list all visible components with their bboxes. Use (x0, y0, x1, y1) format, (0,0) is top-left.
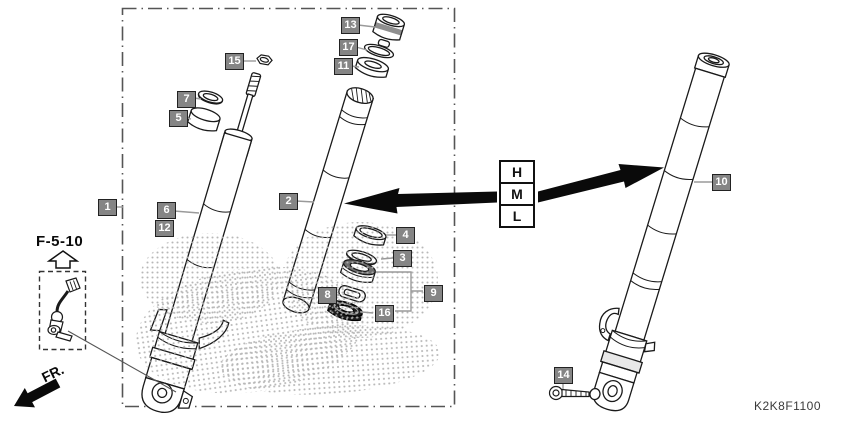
callout-leader-lines (115, 24, 712, 389)
cross-reference-label[interactable]: F-5-10 (36, 233, 84, 250)
sensor-reference-box (38, 270, 87, 351)
direction-arrow-right (538, 164, 664, 203)
washer-part (197, 90, 224, 105)
front-direction-arrow (14, 378, 61, 408)
pinch-bolt-part (548, 385, 590, 401)
callout-17[interactable]: 17 (339, 39, 358, 56)
callout-5[interactable]: 5 (169, 110, 188, 127)
callout-8[interactable]: 8 (318, 287, 337, 304)
reference-up-arrow (46, 250, 80, 269)
wheel-sensor-illustration (47, 277, 81, 342)
callout-12[interactable]: 12 (155, 220, 174, 237)
callout-7[interactable]: 7 (177, 91, 196, 108)
callout-2[interactable]: 2 (279, 193, 298, 210)
size-option-table: H M L (499, 160, 535, 228)
callout-4[interactable]: 4 (396, 227, 415, 244)
o-ring-part (363, 43, 395, 59)
callout-1[interactable]: 1 (98, 199, 117, 216)
direction-arrow-left (344, 188, 497, 214)
callout-15[interactable]: 15 (225, 53, 244, 70)
callout-11[interactable]: 11 (334, 58, 353, 75)
spacer-part (354, 56, 390, 78)
diagram-part-code: K2K8F1100 (754, 399, 821, 413)
fork-cap-part (372, 13, 406, 48)
right-fork-assembly-illustration (589, 52, 730, 412)
callout-9[interactable]: 9 (424, 285, 443, 302)
spring-collar-part (187, 107, 221, 132)
size-option-h[interactable]: H (511, 164, 523, 180)
callout-6[interactable]: 6 (157, 202, 176, 219)
size-option-l[interactable]: L (501, 204, 533, 226)
lock-nut-part (256, 54, 273, 66)
callout-14[interactable]: 14 (554, 367, 573, 384)
callout-3[interactable]: 3 (393, 250, 412, 267)
callout-10[interactable]: 10 (712, 174, 731, 191)
halftone-watermark (135, 222, 440, 395)
callout-16[interactable]: 16 (375, 305, 394, 322)
sensor-leader-line (67, 330, 177, 393)
callout-13[interactable]: 13 (341, 17, 360, 34)
size-option-m[interactable]: M (501, 182, 533, 204)
